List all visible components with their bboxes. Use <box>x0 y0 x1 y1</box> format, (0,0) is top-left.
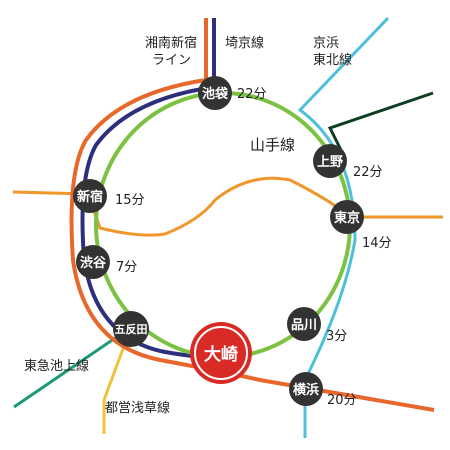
time-ikebukuro: 22分 <box>237 87 267 102</box>
station-gotanda[interactable]: 五反田 <box>113 311 149 347</box>
svg-text:渋谷: 渋谷 <box>80 255 107 271</box>
time-yokohama: 20分 <box>327 393 357 408</box>
keihin-tohoku-line <box>297 16 390 438</box>
time-shinjuku: 15分 <box>115 193 145 208</box>
station-ueno[interactable]: 上野 <box>313 144 347 178</box>
time-shinagawa: 3分 <box>326 329 347 344</box>
label-yamanote: 山手線 <box>250 136 295 154</box>
dark-green-line <box>327 91 434 159</box>
svg-text:品川: 品川 <box>291 318 317 333</box>
svg-text:東京: 東京 <box>334 210 360 226</box>
label-tokyu-ikegami: 東急池上線 <box>24 358 89 374</box>
shonan-shinjuku-line <box>69 18 435 412</box>
station-osaki[interactable]: 大崎 <box>190 322 252 384</box>
svg-text:五反田: 五反田 <box>115 322 148 336</box>
station-yokohama[interactable]: 横浜 <box>289 372 323 406</box>
label-shonan-shinjuku-2: ライン <box>152 53 191 68</box>
station-shinjuku[interactable]: 新宿 <box>73 179 107 213</box>
svg-text:横浜: 横浜 <box>293 382 319 398</box>
chuo-line <box>12 176 443 237</box>
label-toei-asakusa: 都営浅草線 <box>105 400 170 416</box>
saikyo-line <box>80 18 225 360</box>
time-tokyo: 14分 <box>362 236 392 251</box>
svg-text:大崎: 大崎 <box>204 344 238 365</box>
label-keihin-tohoku-1: 京浜 <box>313 36 339 51</box>
station-ikebukuro[interactable]: 池袋 <box>198 76 232 110</box>
label-keihin-tohoku-2: 東北線 <box>313 52 352 68</box>
svg-text:池袋: 池袋 <box>202 86 229 102</box>
label-saikyo: 埼京線 <box>225 35 264 51</box>
tokyu-ikegami-line <box>13 326 131 409</box>
station-shinagawa[interactable]: 品川 <box>287 307 321 341</box>
svg-text:新宿: 新宿 <box>77 189 103 205</box>
station-shibuya[interactable]: 渋谷 <box>76 245 110 279</box>
time-ueno: 22分 <box>353 165 383 180</box>
label-shonan-shinjuku-1: 湘南新宿 <box>145 35 197 51</box>
toei-asakusa-line <box>102 329 132 434</box>
station-tokyo[interactable]: 東京 <box>330 200 364 234</box>
svg-text:上野: 上野 <box>317 155 343 170</box>
time-shibuya: 7分 <box>116 260 137 275</box>
